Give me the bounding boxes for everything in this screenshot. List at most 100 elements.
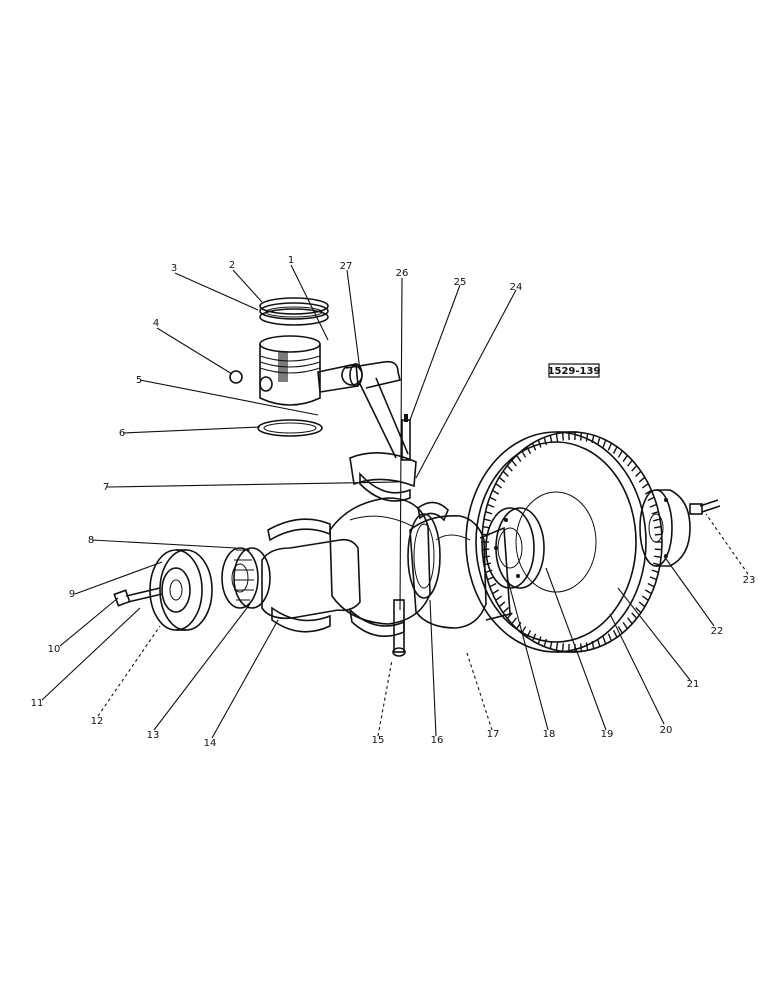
ring-gear-tooth xyxy=(638,601,646,608)
label-15: 15 xyxy=(372,735,385,746)
thrust-washer xyxy=(407,513,441,599)
ring-gear-tooth xyxy=(622,621,628,630)
ring-gear-tooth xyxy=(495,483,503,489)
ring-gear-tooth xyxy=(591,640,595,649)
ring-gear-tooth xyxy=(487,503,495,508)
crankshaft-pulley xyxy=(149,549,213,631)
ring-gear-tooth xyxy=(526,446,532,454)
ring-gear-tooth xyxy=(638,476,646,483)
label-17: 17 xyxy=(487,729,500,740)
ring-gear-tooth xyxy=(516,621,522,630)
ring-gear-tooth xyxy=(612,446,618,454)
label-11: 11 xyxy=(31,698,44,709)
ring-gear-tooth xyxy=(506,465,513,472)
ring-gear-tooth xyxy=(626,617,633,625)
ring-gear-tooth xyxy=(631,465,638,472)
ring-gear-tooth xyxy=(502,470,509,477)
ring-gear-tooth xyxy=(602,439,607,448)
label-10: 10 xyxy=(48,644,61,655)
ring-gear-tooth xyxy=(543,437,548,446)
ring-gear-tooth xyxy=(511,617,518,625)
label-21: 21 xyxy=(687,679,700,690)
label-5: 5 xyxy=(136,375,142,386)
gudgeon-pin xyxy=(317,363,363,393)
label-4: 4 xyxy=(153,318,159,329)
crankshaft xyxy=(261,497,511,629)
ring-gear-tooth xyxy=(526,630,532,638)
ring-gear-tooth xyxy=(644,589,652,595)
ring-gear-tooth xyxy=(487,576,495,581)
ring-gear-tooth xyxy=(483,518,491,522)
flywheel xyxy=(465,431,663,653)
ring-gear-tooth xyxy=(516,454,522,463)
ring-gear-tooth xyxy=(531,633,537,642)
label-9: 9 xyxy=(69,589,75,600)
reference-code: 1529-139 xyxy=(548,366,601,377)
leader-lines xyxy=(41,264,749,739)
oil-ring xyxy=(257,419,323,437)
ring-gear-tooth xyxy=(591,435,595,444)
ring-gear-tooth xyxy=(485,511,493,515)
ring-gear-tooth xyxy=(651,569,659,573)
label-12: 12 xyxy=(91,716,104,727)
ring-gear-teeth xyxy=(482,432,662,652)
ring-gear-tooth xyxy=(649,576,657,581)
ring-gear-tooth xyxy=(537,439,542,448)
label-2: 2 xyxy=(229,260,235,271)
ring-gear-tooth xyxy=(654,533,662,536)
ring-gear-tooth xyxy=(647,496,655,502)
label-16: 16 xyxy=(431,735,444,746)
ring-gear-tooth xyxy=(489,582,497,588)
ring-gear-tooth xyxy=(651,511,659,515)
part-number-labels: 1 2 3 4 5 6 7 8 9 10 11 12 13 14 15 16 1… xyxy=(31,255,756,749)
ring-gear-tooth xyxy=(654,548,662,551)
ring-gear-tooth xyxy=(498,476,506,483)
ring-gear-tooth xyxy=(483,562,491,566)
label-23: 23 xyxy=(743,575,756,586)
crankshaft-flange xyxy=(485,507,545,589)
ring-gear-tooth xyxy=(585,433,589,442)
ring-gear-tooth xyxy=(607,633,613,642)
ring-gear-tooth xyxy=(612,630,618,638)
label-19: 19 xyxy=(601,729,614,740)
label-20: 20 xyxy=(660,725,673,736)
ring-gear-tooth xyxy=(654,555,662,559)
label-25: 25 xyxy=(454,277,467,288)
ring-gear-tooth xyxy=(543,638,548,647)
ring-gear-tooth xyxy=(641,595,649,601)
ring-gear-tooth xyxy=(649,503,657,508)
timing-gear xyxy=(221,547,271,609)
label-22: 22 xyxy=(711,626,724,637)
ring-gear-tooth xyxy=(485,569,493,573)
ring-gear-tooth xyxy=(531,442,537,451)
ring-gear-tooth xyxy=(482,533,490,536)
ring-gear-tooth xyxy=(506,612,513,619)
ring-gear-tooth xyxy=(498,601,506,608)
label-7: 7 xyxy=(103,482,109,493)
ring-gear-tooth xyxy=(596,437,601,446)
ring-gear-tooth xyxy=(489,496,497,502)
ring-gear-tooth xyxy=(602,636,607,645)
label-27: 27 xyxy=(340,261,353,272)
ring-gear-tooth xyxy=(521,450,527,458)
rod-cap xyxy=(359,471,411,657)
ring-gear-tooth xyxy=(492,489,500,495)
ring-gear-tooth xyxy=(635,607,642,614)
ring-gear-tooth xyxy=(537,636,542,645)
ring-gear-tooth xyxy=(654,525,662,529)
ring-gear-tooth xyxy=(549,435,553,444)
ring-gear-tooth xyxy=(631,612,638,619)
label-18: 18 xyxy=(543,729,556,740)
ring-gear-tooth xyxy=(585,642,589,651)
ring-gear-tooth xyxy=(482,555,490,559)
label-1: 1 xyxy=(288,255,294,266)
ring-gear-tooth xyxy=(561,432,565,441)
ring-gear-tooth xyxy=(622,454,628,463)
ring-gear-tooth xyxy=(495,595,503,601)
ring-gear-tooth xyxy=(626,459,633,467)
housing-bolt xyxy=(689,499,721,515)
ring-gear-tooth xyxy=(644,489,652,495)
ring-gear-tooth xyxy=(641,483,649,489)
label-13: 13 xyxy=(147,730,160,741)
ring-gear-tooth xyxy=(653,518,661,522)
